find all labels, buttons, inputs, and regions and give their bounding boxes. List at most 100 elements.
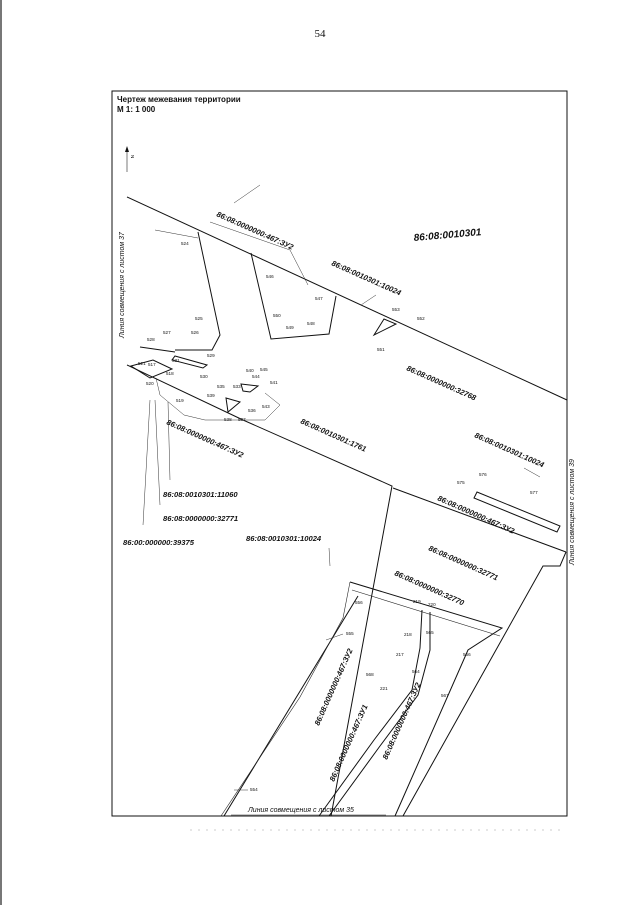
label-zu2-mid: 86:08:0000000:467:ЗУ2 bbox=[165, 418, 245, 460]
point-label: 527 bbox=[163, 330, 171, 335]
north-arrow-icon bbox=[125, 146, 129, 172]
point-label: 555 bbox=[346, 631, 354, 636]
label-10024-top: 86:08:0010301:10024 bbox=[330, 259, 403, 298]
point-label: 556 bbox=[355, 600, 363, 605]
point-label: 535 bbox=[217, 384, 225, 389]
label-zu1-lower: 86:08:0000000:467:ЗУ1 bbox=[328, 703, 370, 783]
side-label-left: Линия совмещения с листом 37 bbox=[119, 231, 126, 339]
point-label: 220 bbox=[428, 602, 436, 607]
point-label: 519 bbox=[176, 398, 184, 403]
plot-575-boundary bbox=[473, 491, 561, 533]
point-label: 538 bbox=[224, 417, 232, 422]
road-north-boundary bbox=[126, 196, 568, 401]
plot-530-boundary bbox=[171, 355, 209, 369]
road-south-boundary bbox=[126, 364, 393, 817]
point-label: 537 bbox=[238, 417, 246, 422]
lower-plot-boundary bbox=[349, 581, 504, 817]
drawing-title: Чертеж межевания территории bbox=[117, 95, 241, 104]
plot-528-edge bbox=[139, 346, 176, 353]
point-label: 544 bbox=[252, 374, 260, 379]
point-label: 524 bbox=[181, 241, 189, 246]
page-number: 54 bbox=[314, 28, 326, 40]
label-32771-left: 86:08:0000000:32771 bbox=[163, 514, 238, 523]
point-label: 567 bbox=[441, 693, 449, 698]
zone-zu2-mid-outline bbox=[155, 377, 281, 421]
point-label: 568 bbox=[366, 672, 374, 677]
point-label: 565 bbox=[426, 630, 434, 635]
label-zu2-top: 86:08:0000000:467:ЗУ2 bbox=[215, 210, 295, 252]
point-label: 536 bbox=[248, 408, 256, 413]
point-label: 518 bbox=[166, 371, 174, 376]
point-label: 548 bbox=[307, 321, 315, 326]
point-label: 540 bbox=[246, 368, 254, 373]
point-label: 525 bbox=[195, 316, 203, 321]
point-label: 217 bbox=[396, 652, 404, 657]
point-label: 219 bbox=[413, 599, 421, 604]
zu1-east-boundary bbox=[328, 612, 431, 817]
scan-edge bbox=[0, 0, 2, 905]
zu1-west-boundary bbox=[318, 609, 423, 817]
point-label: 545 bbox=[260, 367, 268, 372]
point-label: 541 bbox=[270, 380, 278, 385]
leader-11060 bbox=[167, 401, 171, 481]
point-label: 553 bbox=[392, 307, 400, 312]
lower-left-plot-boundary bbox=[223, 595, 359, 817]
label-10024-right: 86:08:0010301:10024 bbox=[473, 431, 546, 470]
label-39375: 86:00:000000:39375 bbox=[123, 538, 195, 547]
point-label: 539 bbox=[207, 393, 215, 398]
point-label: 526 bbox=[191, 330, 199, 335]
point-label: 566 bbox=[463, 652, 471, 657]
label-1761: 86:08:0010301:1761 bbox=[299, 417, 367, 454]
point-label: 533 bbox=[233, 384, 241, 389]
plot-517-boundary bbox=[129, 359, 174, 379]
lower-cross-line bbox=[351, 589, 501, 637]
point-label: 551 bbox=[377, 347, 385, 352]
point-label: 517 bbox=[148, 362, 156, 367]
point-label: 530 bbox=[200, 374, 208, 379]
point-label: 550 bbox=[273, 313, 281, 318]
point-label: 549 bbox=[286, 325, 294, 330]
side-label-bottom: Линия совмещения с листом 35 bbox=[247, 807, 354, 814]
point-label: 543 bbox=[262, 404, 270, 409]
plot-540-boundary bbox=[240, 383, 260, 393]
north-label: N bbox=[130, 155, 135, 158]
label-10024-left: 86:08:0010301:10024 bbox=[246, 534, 322, 543]
point-labels: 524 525 526 527 528 529 530 531 517 518 … bbox=[138, 241, 538, 792]
point-label: 529 bbox=[207, 353, 215, 358]
point-label: 531 bbox=[172, 358, 180, 363]
point-label: 554 bbox=[250, 787, 258, 792]
point-label: 576 bbox=[479, 472, 487, 477]
road-east-lower-boundary bbox=[402, 551, 567, 817]
point-label: 546 bbox=[266, 274, 274, 279]
label-zu2-right: 86:08:0000000:467:ЗУ2 bbox=[436, 494, 516, 536]
leader-10024-right bbox=[523, 467, 541, 478]
leader-32771-left bbox=[154, 399, 161, 506]
plot-551-boundary bbox=[372, 318, 398, 337]
plot-546-boundary bbox=[250, 252, 337, 340]
label-32771-right: 86:08:0000000:32771 bbox=[427, 544, 499, 583]
point-label: 528 bbox=[147, 337, 155, 342]
leader-10024-left bbox=[328, 547, 331, 567]
label-zu2-lower-right: 86:08:0000000:467:ЗУ2 bbox=[381, 680, 423, 760]
point-label: 552 bbox=[417, 316, 425, 321]
plot-524-boundary bbox=[175, 231, 221, 351]
cadastral-quarter-label: 86:08:0010301 bbox=[413, 227, 482, 244]
point-label: 221 bbox=[380, 686, 388, 691]
label-32768: 86:08:0000000:32768 bbox=[405, 364, 478, 403]
leader-top bbox=[233, 184, 261, 204]
point-label: 547 bbox=[315, 296, 323, 301]
map-frame bbox=[111, 90, 568, 817]
point-label: 575 bbox=[457, 480, 465, 485]
leader-39375 bbox=[142, 399, 151, 526]
drawing-scale: М 1: 1 000 bbox=[117, 105, 156, 114]
side-label-right: Линия совмещения с листом 39 bbox=[569, 459, 576, 566]
point-label: 520 bbox=[146, 381, 154, 386]
plot-535-boundary bbox=[225, 397, 242, 413]
label-11060: 86:08:0010301:11060 bbox=[163, 490, 238, 499]
point-label: 218 bbox=[404, 632, 412, 637]
label-zu2-lower-left: 86:08:0000000:467:ЗУ2 bbox=[313, 646, 355, 726]
road-east-boundary bbox=[392, 487, 567, 553]
point-label: 521 bbox=[138, 361, 146, 366]
lower-west-edge bbox=[220, 581, 351, 817]
